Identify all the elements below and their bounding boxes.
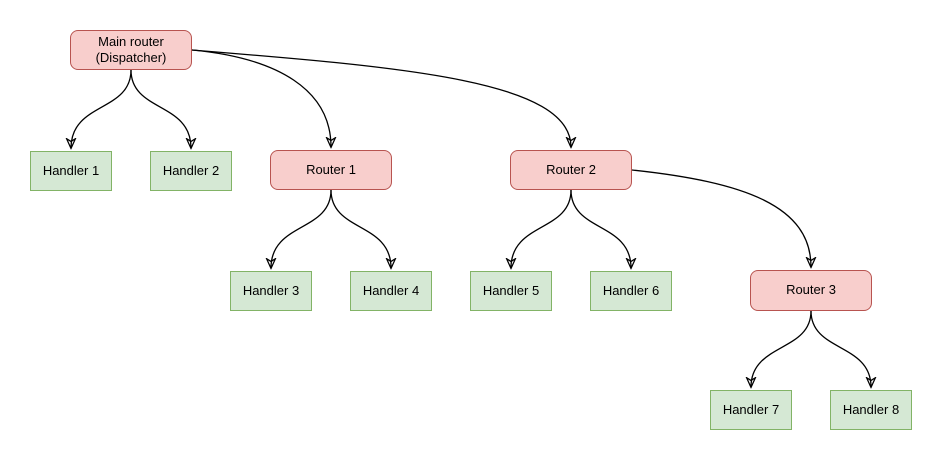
node-router-3: Router 3 <box>750 270 872 311</box>
edge-router-2-to-handler-6 <box>570 189 631 268</box>
node-handler-5: Handler 5 <box>470 271 552 311</box>
edge-router-2-to-router-3 <box>631 169 811 267</box>
node-handler-7: Handler 7 <box>710 390 792 430</box>
node-handler-8: Handler 8 <box>830 390 912 430</box>
edge-main-router-to-router-1 <box>191 49 331 147</box>
node-handler-4: Handler 4 <box>350 271 432 311</box>
edge-router-3-to-handler-7 <box>751 310 812 387</box>
node-handler-6: Handler 6 <box>590 271 672 311</box>
edge-router-1-to-handler-4 <box>330 189 391 268</box>
node-handler-2: Handler 2 <box>150 151 232 191</box>
edge-main-router-to-handler-1 <box>71 69 132 148</box>
edge-router-2-to-handler-5 <box>511 189 572 268</box>
node-router-2: Router 2 <box>510 150 632 190</box>
node-handler-3: Handler 3 <box>230 271 312 311</box>
edge-main-router-to-router-2 <box>191 49 571 147</box>
edge-main-router-to-handler-2 <box>130 69 191 148</box>
node-handler-1: Handler 1 <box>30 151 112 191</box>
edge-router-1-to-handler-3 <box>271 189 332 268</box>
node-main-router: Main router (Dispatcher) <box>70 30 192 70</box>
node-router-1: Router 1 <box>270 150 392 190</box>
edge-router-3-to-handler-8 <box>810 310 871 387</box>
